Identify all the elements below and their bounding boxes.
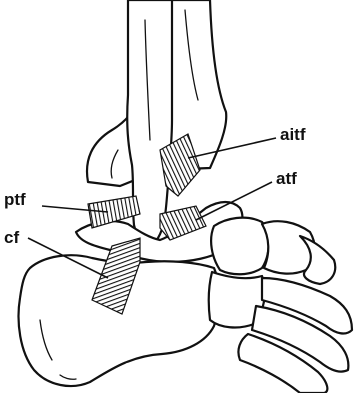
aitf-label: aitf	[280, 125, 306, 144]
atf-label: atf	[276, 169, 297, 188]
cf-label: cf	[4, 228, 19, 247]
ptf-label: ptf	[4, 190, 26, 209]
